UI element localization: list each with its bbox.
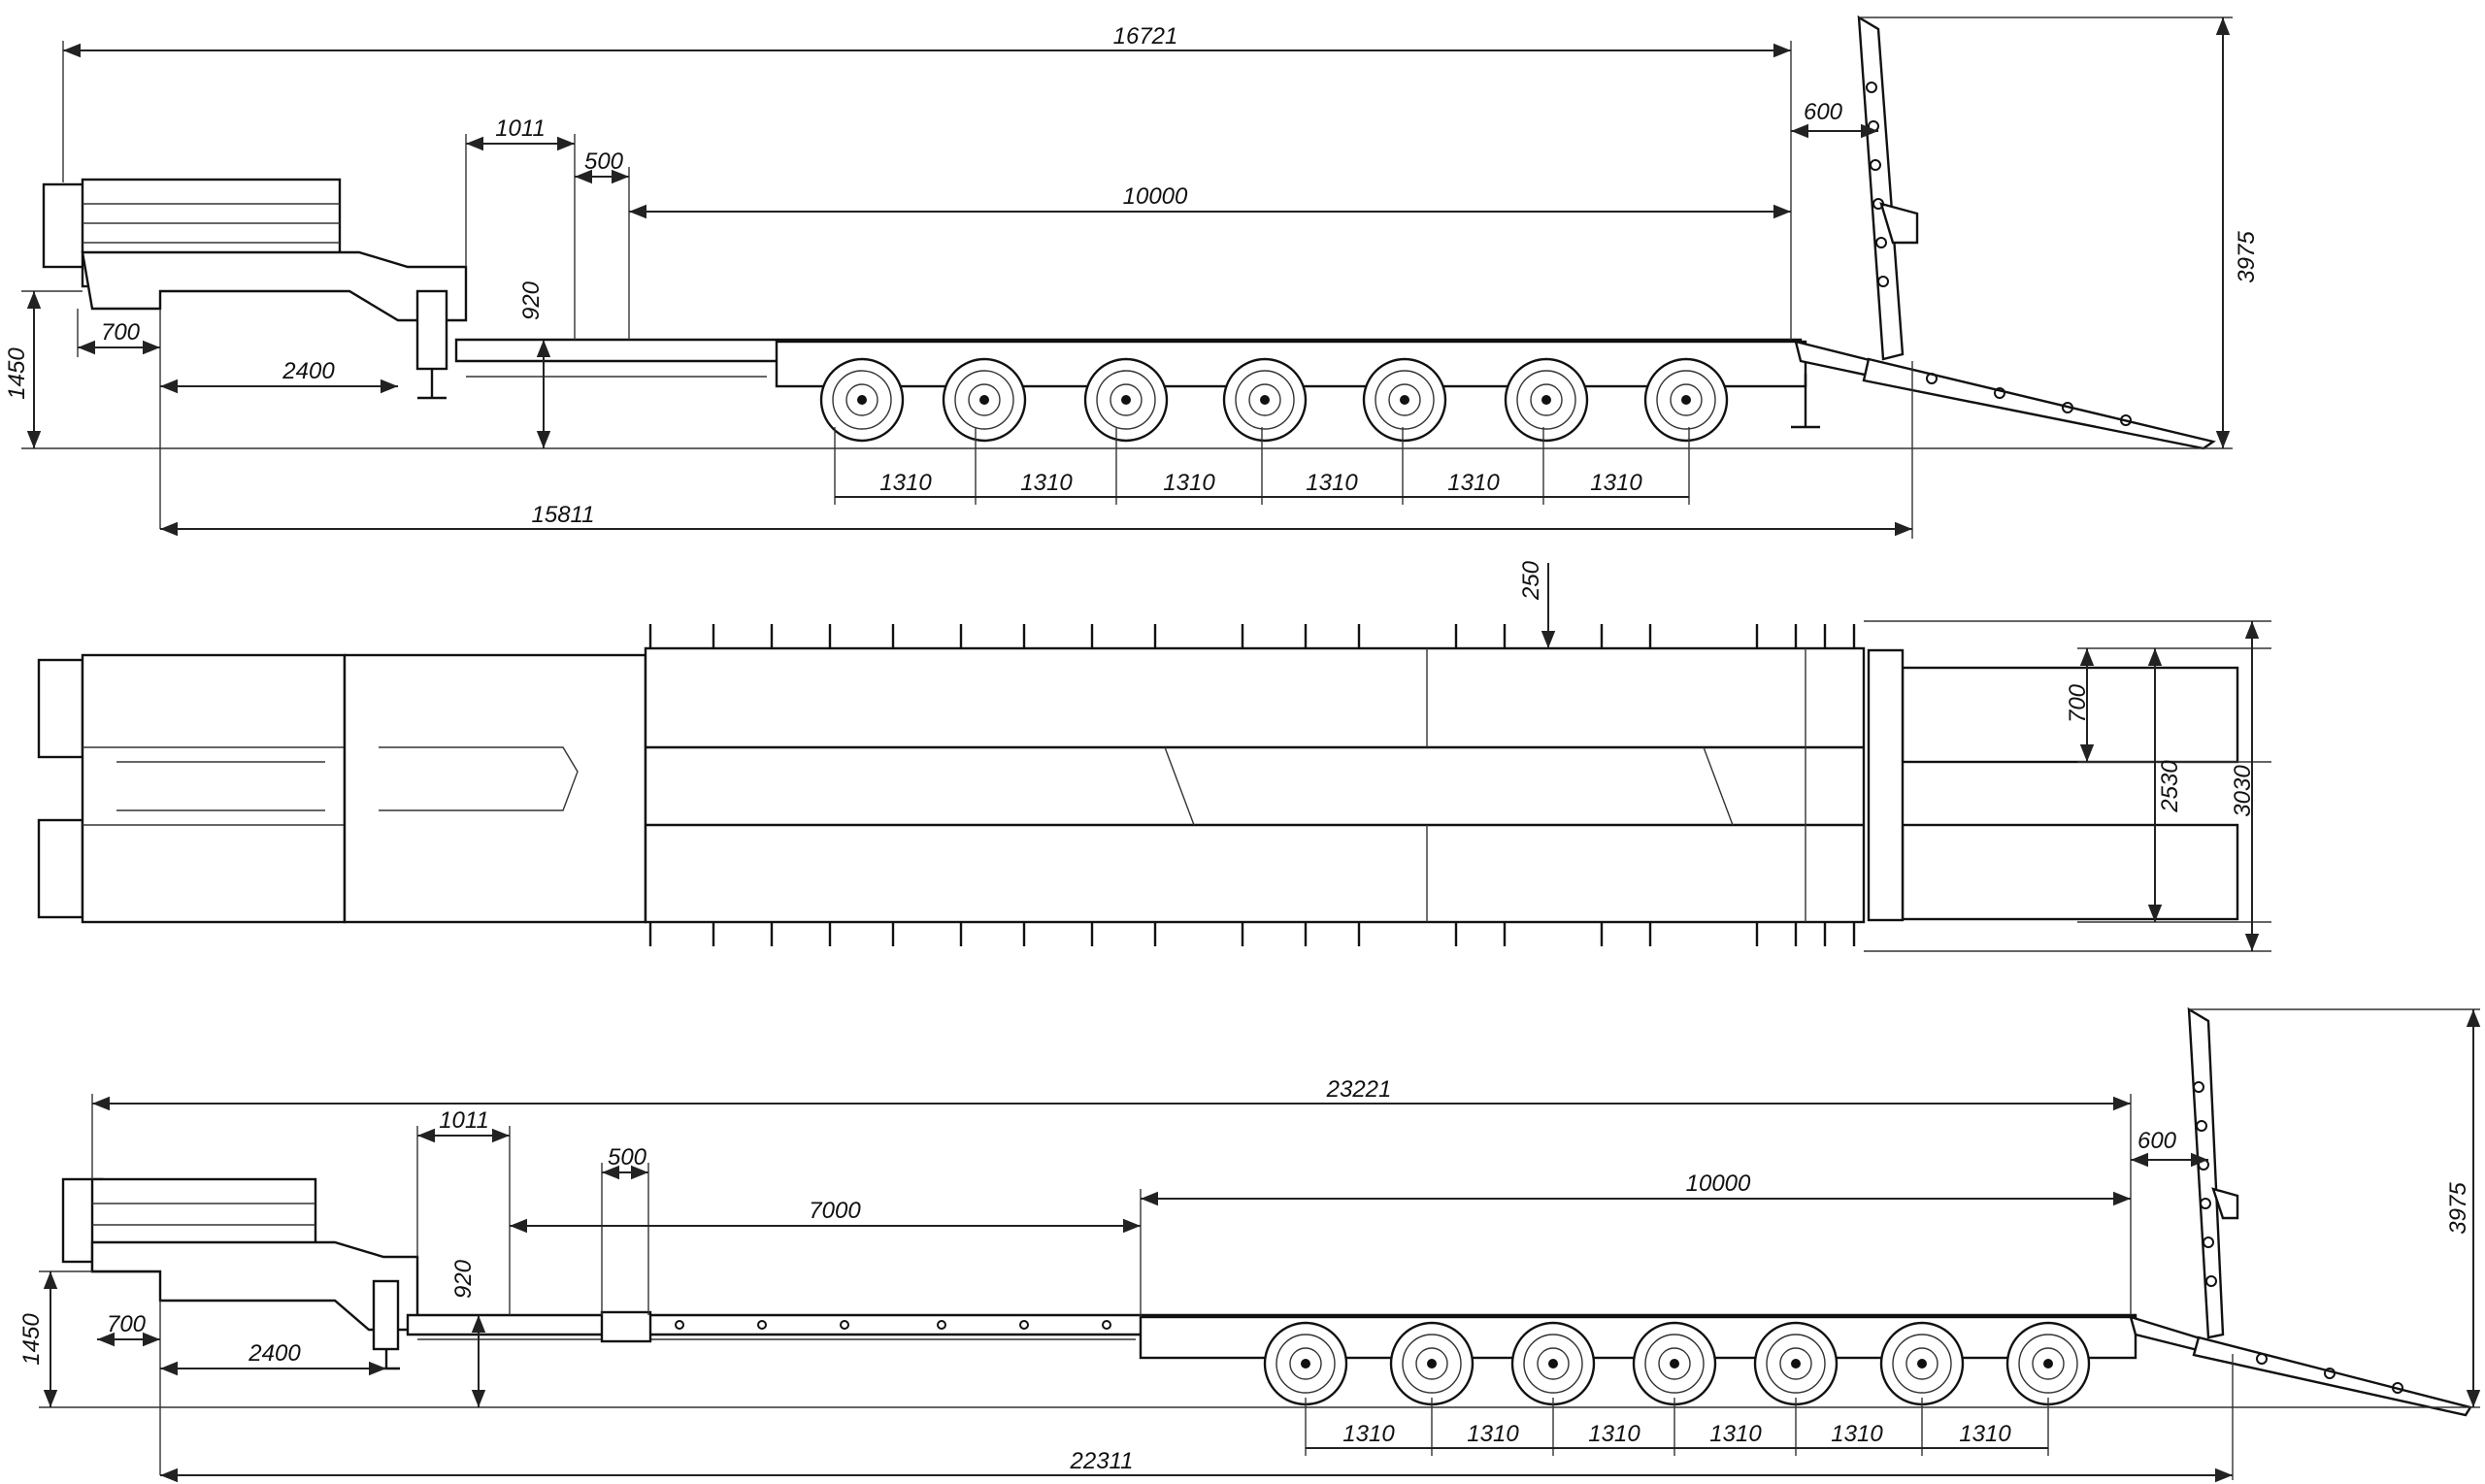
axle-spacing-5-top: 1310 [1447, 470, 1500, 496]
dim-front-overhang-top: 700 [101, 319, 141, 346]
axle-spacing-1-top: 1310 [879, 470, 932, 496]
dim-overall-length-extended: 23221 [1326, 1076, 1392, 1103]
dim-step-extended: 500 [608, 1144, 647, 1171]
axle-spacing-6-top: 1310 [1590, 470, 1642, 496]
dim-gooseneck-extended: 1011 [439, 1107, 489, 1134]
dim-total-height-top: 3975 [2234, 231, 2260, 283]
dim-outrigger-offset: 250 [1518, 560, 1544, 601]
dim-front-overhang-extended: 700 [107, 1311, 147, 1337]
axle-spacing-3-extended: 1310 [1588, 1421, 1640, 1447]
dim-total-height-extended: 3975 [2445, 1182, 2471, 1235]
dim-step-top: 500 [584, 148, 624, 175]
dim-deck-height-top: 920 [518, 280, 545, 320]
axle-spacing-5-extended: 1310 [1831, 1421, 1883, 1447]
outriggers-plan [648, 624, 1856, 946]
dim-kingpin-landing-extended: 2400 [248, 1340, 301, 1367]
dim-hitch-height-extended: 1450 [18, 1313, 45, 1366]
dim-outer-width: 3030 [2230, 765, 2256, 817]
dim-platform-top: 10000 [1123, 183, 1188, 210]
dim-platform-extended: 10000 [1686, 1171, 1751, 1197]
dim-ramp-width: 700 [2065, 683, 2091, 723]
dim-kingpin-landing-top: 2400 [282, 358, 335, 384]
axle-spacing-6-extended: 1310 [1959, 1421, 2011, 1447]
dim-inner-width: 2530 [2157, 760, 2183, 813]
dim-extension: 7000 [809, 1198, 861, 1224]
dim-base-length-extended: 22311 [1070, 1448, 1134, 1474]
axle-spacing-2-top: 1310 [1020, 470, 1073, 496]
side-view-top: 16721 1011 500 10000 600 3975 1450 920 7… [4, 15, 2260, 539]
axle-spacing-1-extended: 1310 [1342, 1421, 1395, 1447]
dim-deck-height-extended: 920 [450, 1259, 477, 1299]
axle-spacing-4-extended: 1310 [1709, 1421, 1762, 1447]
dim-gooseneck-top: 1011 [495, 115, 546, 142]
axle-spacing-dims-top: 1310 1310 1310 1310 1310 1310 [834, 427, 1690, 505]
dim-base-length-top: 15811 [532, 502, 595, 528]
axle-spacing-4-top: 1310 [1306, 470, 1358, 496]
dim-ramp-offset-top: 600 [1804, 99, 1843, 125]
dim-ramp-offset-extended: 600 [2137, 1128, 2177, 1154]
axle-spacing-2-extended: 1310 [1467, 1421, 1519, 1447]
plan-view: 250 700 2530 3030 [37, 560, 2271, 952]
axle-spacing-dims-extended: 1310 1310 1310 1310 1310 1310 [1305, 1398, 2049, 1456]
side-view-extended: 23221 1011 500 7000 10000 600 3975 1450 … [18, 1006, 2481, 1483]
dim-hitch-height-top: 1450 [4, 347, 30, 400]
dim-overall-length-top: 16721 [1113, 23, 1178, 49]
axle-spacing-3-top: 1310 [1163, 470, 1215, 496]
